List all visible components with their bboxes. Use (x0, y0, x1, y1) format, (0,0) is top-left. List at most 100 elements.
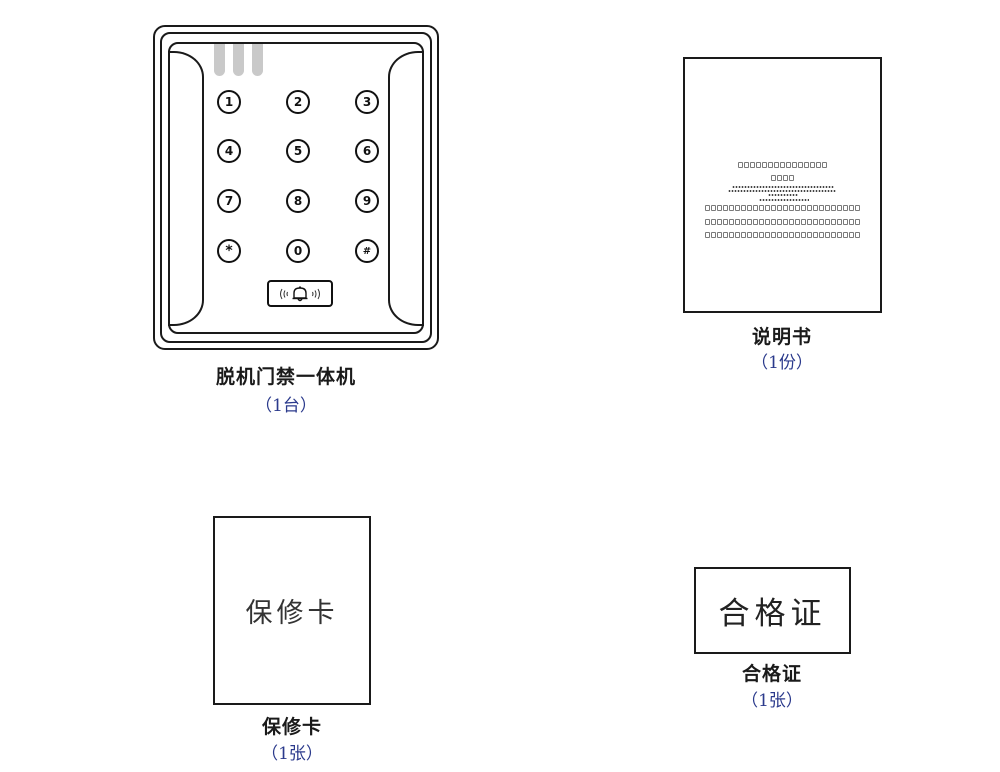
manual-title: 说明书 (751, 326, 812, 348)
placeholder-glyph (831, 232, 836, 238)
placeholder-glyph (747, 232, 752, 238)
keypad-key-4[interactable]: 4 (217, 139, 241, 163)
placeholder-glyph (753, 205, 758, 211)
placeholder-glyph (825, 232, 830, 238)
keypad-key-1[interactable]: 1 (217, 90, 241, 114)
keypad-key-0[interactable]: 0 (286, 239, 310, 263)
placeholder-glyph (855, 232, 860, 238)
manual-dots-line-3 (768, 194, 798, 196)
placeholder-glyph (771, 175, 776, 181)
placeholder-glyph (807, 219, 812, 225)
placeholder-glyph (831, 219, 836, 225)
placeholder-glyph (705, 219, 710, 225)
placeholder-glyph (813, 219, 818, 225)
keypad-key-8[interactable]: 8 (286, 189, 310, 213)
keypad-key-hash[interactable]: # (355, 239, 379, 263)
manual-text-line-1 (685, 162, 880, 168)
placeholder-glyph (765, 205, 770, 211)
certificate-quantity: （1张） (741, 691, 803, 711)
placeholder-glyph (753, 219, 758, 225)
device-middle-frame (160, 32, 432, 343)
placeholder-glyph (819, 232, 824, 238)
placeholder-glyph (822, 162, 827, 168)
placeholder-glyph (837, 232, 842, 238)
device-right-grip (388, 51, 424, 326)
placeholder-glyph (735, 205, 740, 211)
certificate-card: 合格证 (694, 567, 851, 654)
device-quantity: （1台） (255, 396, 317, 416)
placeholder-glyph (729, 232, 734, 238)
warranty-quantity: （1张） (261, 744, 323, 764)
placeholder-glyph (705, 205, 710, 211)
placeholder-glyph (789, 219, 794, 225)
keypad-key-7[interactable]: 7 (217, 189, 241, 213)
placeholder-glyph (741, 205, 746, 211)
placeholder-glyph (816, 162, 821, 168)
warranty-card-page: 保修卡 (213, 516, 371, 705)
placeholder-glyph (795, 219, 800, 225)
placeholder-glyph (759, 219, 764, 225)
placeholder-glyph (843, 219, 848, 225)
manual-page (683, 57, 882, 313)
placeholder-glyph (765, 232, 770, 238)
placeholder-glyph (711, 205, 716, 211)
placeholder-glyph (804, 162, 809, 168)
placeholder-glyph (711, 232, 716, 238)
manual-text-line-5 (685, 232, 880, 238)
keypad-key-star[interactable]: * (217, 239, 241, 263)
placeholder-glyph (777, 205, 782, 211)
placeholder-glyph (831, 205, 836, 211)
placeholder-glyph (819, 205, 824, 211)
placeholder-glyph (765, 219, 770, 225)
placeholder-glyph (792, 162, 797, 168)
placeholder-glyph (849, 205, 854, 211)
placeholder-glyph (789, 175, 794, 181)
manual-text-line-3 (685, 205, 880, 211)
placeholder-glyph (810, 162, 815, 168)
placeholder-glyph (750, 162, 755, 168)
placeholder-glyph (789, 232, 794, 238)
placeholder-glyph (771, 219, 776, 225)
warranty-card-text: 保修卡 (245, 598, 339, 629)
keypad-key-2[interactable]: 2 (286, 90, 310, 114)
placeholder-glyph (756, 162, 761, 168)
manual-dots-line-1 (732, 186, 834, 188)
keypad-key-6[interactable]: 6 (355, 139, 379, 163)
warranty-title: 保修卡 (261, 716, 322, 738)
placeholder-glyph (783, 205, 788, 211)
placeholder-glyph (768, 162, 773, 168)
placeholder-glyph (807, 232, 812, 238)
placeholder-glyph (762, 162, 767, 168)
placeholder-glyph (801, 205, 806, 211)
placeholder-glyph (819, 219, 824, 225)
placeholder-glyph (777, 232, 782, 238)
device-outer-frame (153, 25, 439, 350)
placeholder-glyph (735, 219, 740, 225)
placeholder-glyph (855, 219, 860, 225)
placeholder-glyph (741, 232, 746, 238)
placeholder-glyph (780, 162, 785, 168)
placeholder-glyph (837, 205, 842, 211)
placeholder-glyph (843, 205, 848, 211)
doorbell-button[interactable] (267, 280, 333, 307)
manual-quantity: （1份） (751, 353, 813, 373)
keypad-key-5[interactable]: 5 (286, 139, 310, 163)
placeholder-glyph (759, 205, 764, 211)
placeholder-glyph (717, 232, 722, 238)
led-indicator-icon (252, 44, 263, 76)
device-title: 脱机门禁一体机 (215, 366, 356, 388)
certificate-card-text: 合格证 (718, 596, 827, 632)
placeholder-glyph (813, 205, 818, 211)
keypad-key-9[interactable]: 9 (355, 189, 379, 213)
placeholder-glyph (735, 232, 740, 238)
placeholder-glyph (738, 162, 743, 168)
placeholder-glyph (825, 205, 830, 211)
placeholder-glyph (801, 219, 806, 225)
placeholder-glyph (849, 232, 854, 238)
placeholder-glyph (813, 232, 818, 238)
keypad-key-3[interactable]: 3 (355, 90, 379, 114)
bell-icon (280, 285, 320, 301)
placeholder-glyph (774, 162, 779, 168)
placeholder-glyph (753, 232, 758, 238)
placeholder-glyph (747, 219, 752, 225)
